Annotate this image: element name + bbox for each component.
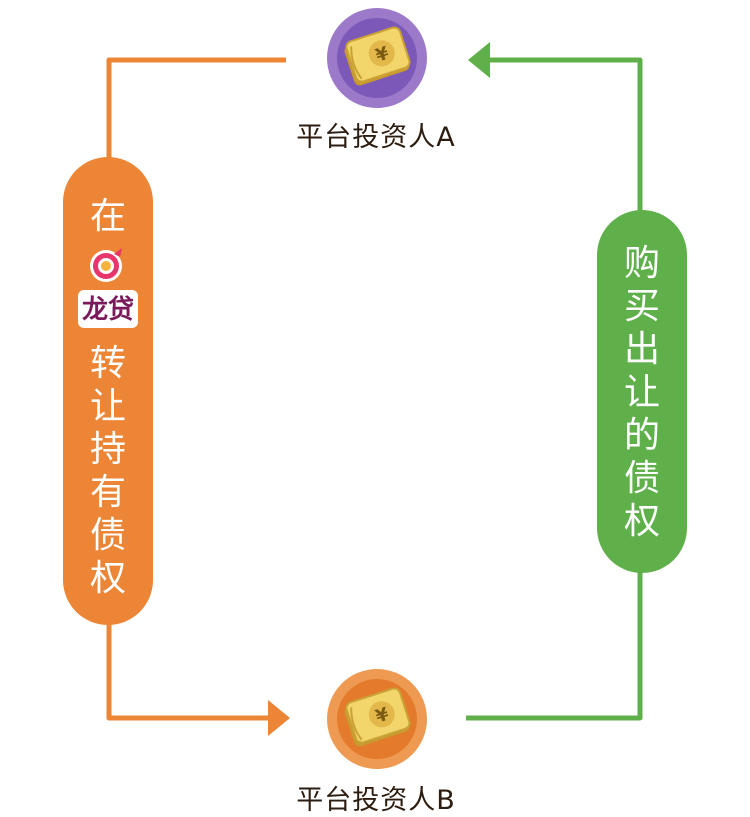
- pill-char: 持: [89, 429, 126, 470]
- transfer-debt-pill: 在 龙贷 转 让 持 有 债 权: [63, 157, 153, 625]
- investor-b-avatar: ¥: [327, 669, 427, 769]
- pill-char: 债: [623, 458, 660, 499]
- pill-char: 的: [623, 415, 660, 456]
- pill-char: 让: [89, 386, 126, 427]
- money-stack-icon: ¥: [344, 687, 411, 747]
- buy-debt-pill: 购 买 出 让 的 债 权: [597, 210, 687, 573]
- pill-char: 权: [623, 501, 660, 542]
- pill-char: 购: [623, 243, 660, 284]
- investor-b-label: 平台投资人B: [296, 785, 456, 816]
- green-arrowhead: [468, 42, 490, 78]
- pill-char: 权: [89, 558, 126, 599]
- orange-arrowhead: [268, 700, 290, 736]
- logo-text: 龙贷: [82, 294, 134, 325]
- pill-char: 出: [623, 329, 660, 370]
- pill-char: 买: [623, 286, 660, 327]
- pill-char: 债: [89, 515, 126, 556]
- pill-char: 有: [89, 472, 126, 513]
- pill-char: 在: [89, 196, 126, 237]
- investor-a-label: 平台投资人A: [296, 122, 456, 153]
- longdai-logo-icon: 龙贷: [78, 248, 138, 328]
- investor-a-avatar: ¥: [327, 8, 427, 108]
- pill-char: 让: [623, 372, 660, 413]
- money-stack-icon: ¥: [344, 26, 411, 86]
- pill-char: 转: [89, 343, 126, 384]
